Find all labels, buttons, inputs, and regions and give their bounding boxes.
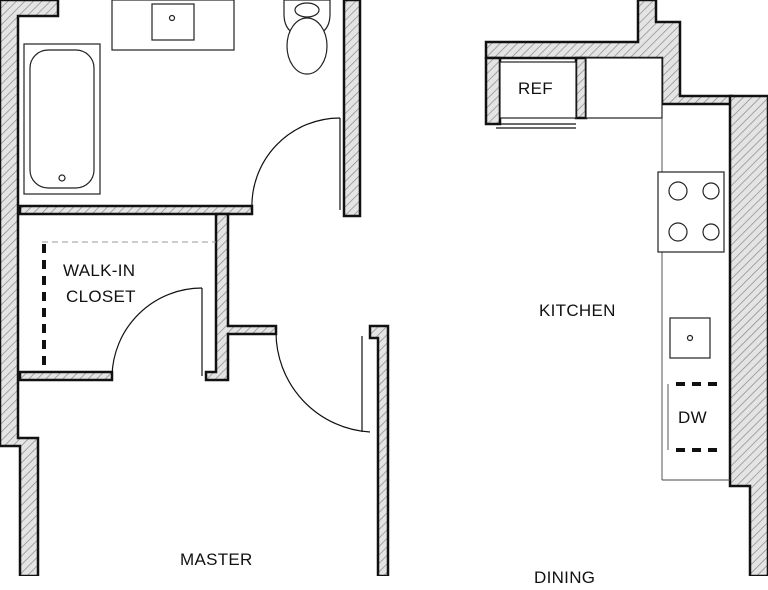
- burner-2: [702, 182, 720, 200]
- master-right-wall: [368, 324, 390, 576]
- burner-1: [668, 181, 688, 201]
- sink-drain: [168, 14, 176, 22]
- bathroom: [23, 0, 341, 211]
- kitchen-label: KITCHEN: [539, 301, 616, 320]
- bath-door-swing: [251, 117, 341, 211]
- master-door: [275, 331, 371, 433]
- master-door-swing: [275, 331, 371, 433]
- walls: [0, 0, 768, 576]
- dining-label: DINING: [534, 568, 596, 587]
- tub-drain: [58, 174, 66, 182]
- refrigerator-label: REF: [518, 79, 553, 98]
- dishwasher-label: DW: [678, 408, 707, 427]
- refrigerator-side-wall: [484, 56, 502, 126]
- bath-right-wall: [342, 0, 362, 218]
- toilet-seat: [294, 2, 320, 18]
- fridge-divider-wall: [574, 56, 588, 120]
- vanity-sink: [151, 3, 195, 41]
- pantry-box: [585, 57, 663, 119]
- refrigerator-box: [499, 61, 577, 119]
- kitchen-sink-drain: [686, 334, 694, 342]
- floor-plan: [0, 0, 768, 576]
- walk-in-closet-label-line1: WALK-IN: [63, 261, 136, 280]
- master-label: MASTER: [180, 550, 253, 569]
- burner-3: [668, 222, 688, 242]
- closet-bottom-wall: [18, 370, 114, 382]
- walk-in-closet-label-line2: CLOSET: [66, 287, 136, 306]
- toilet-bowl: [286, 17, 328, 75]
- closet-door-swing: [111, 287, 203, 377]
- left-exterior-wall: [0, 0, 60, 576]
- walk-in-closet: [42, 241, 216, 377]
- bath-bottom-wall: [18, 204, 254, 216]
- bathtub-basin: [29, 49, 95, 189]
- kitchen: [496, 57, 730, 481]
- closet-right-wall: [204, 212, 278, 382]
- right-exterior-wall: [728, 94, 768, 576]
- burner-4: [702, 223, 720, 241]
